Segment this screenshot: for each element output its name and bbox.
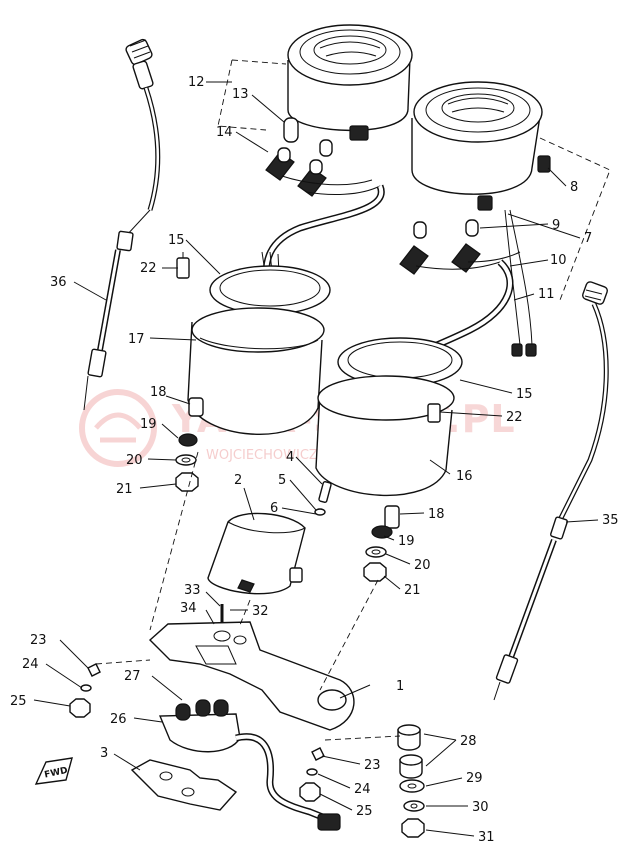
callout-15-left: 15	[168, 233, 185, 248]
callout-22-left: 22	[140, 261, 157, 276]
callout-7: 7	[584, 231, 592, 246]
callout-30: 30	[472, 800, 489, 815]
damper-stack	[397, 724, 425, 838]
indicator-switch-assembly	[158, 699, 341, 831]
callout-18-right: 18	[428, 507, 445, 522]
callout-13: 13	[232, 87, 249, 102]
callout-19-right: 19	[398, 534, 415, 549]
callout-18-left: 18	[150, 385, 167, 400]
callout-3: 3	[100, 746, 108, 761]
indicator-housing	[207, 512, 306, 595]
callout-4: 4	[286, 450, 294, 465]
callout-26: 26	[110, 712, 127, 727]
callout-17: 17	[128, 332, 145, 347]
speedometer-head	[287, 24, 413, 141]
callout-8: 8	[570, 180, 578, 195]
tachometer-head	[411, 81, 551, 211]
callout-15-right: 15	[516, 387, 533, 402]
callout-32: 32	[252, 604, 269, 619]
speedometer-cable	[83, 38, 161, 411]
callout-27: 27	[124, 669, 141, 684]
callout-29: 29	[466, 771, 483, 786]
callout-9: 9	[552, 218, 560, 233]
callout-25-left: 25	[10, 694, 27, 709]
callout-21-left: 21	[116, 482, 133, 497]
callout-24-left: 24	[22, 657, 39, 672]
tachometer-cable	[493, 281, 609, 701]
callout-2: 2	[234, 473, 242, 488]
callout-21-right: 21	[404, 583, 421, 598]
callout-11: 11	[538, 287, 555, 302]
callout-20-right: 20	[414, 558, 431, 573]
left-mounting-hardware	[175, 397, 204, 492]
callout-25-right: 25	[356, 804, 373, 819]
right-small-hardware	[299, 747, 325, 802]
left-meter-case	[176, 252, 331, 435]
callout-10: 10	[550, 253, 567, 268]
callout-23-right: 23	[364, 758, 381, 773]
callout-34: 34	[180, 601, 197, 616]
callout-28: 28	[460, 734, 477, 749]
assembly-guide-lines	[95, 59, 611, 741]
left-small-hardware	[69, 663, 101, 718]
left-bulb-sockets	[265, 117, 381, 197]
right-meter-case	[315, 337, 463, 496]
leader-lines	[33, 81, 599, 837]
right-mounting-hardware	[363, 505, 400, 582]
callout-1: 1	[396, 679, 404, 694]
callout-numbers: 1 2 3 4 5 6 7 8 9 10 11 12 13 14 15 15 1…	[10, 75, 619, 845]
callout-16: 16	[456, 469, 473, 484]
right-bulb-sockets	[399, 219, 521, 275]
callout-35: 35	[602, 513, 619, 528]
callout-14: 14	[216, 125, 233, 140]
forward-direction-arrow: FWD	[34, 757, 73, 785]
callout-31: 31	[478, 830, 495, 845]
callout-33: 33	[184, 583, 201, 598]
callout-22-right: 22	[506, 410, 523, 425]
callout-23-left: 23	[30, 633, 47, 648]
callout-36: 36	[50, 275, 67, 290]
meter-bracket	[148, 621, 355, 731]
callout-20-left: 20	[126, 453, 143, 468]
callout-12: 12	[188, 75, 205, 90]
callout-19-left: 19	[140, 417, 157, 432]
lower-bracket	[130, 759, 238, 811]
callout-24-right: 24	[354, 782, 371, 797]
watermark-logo-icon	[79, 389, 157, 467]
callout-6: 6	[270, 501, 278, 516]
fwd-label: FWD	[44, 766, 69, 781]
callout-5: 5	[278, 473, 286, 488]
